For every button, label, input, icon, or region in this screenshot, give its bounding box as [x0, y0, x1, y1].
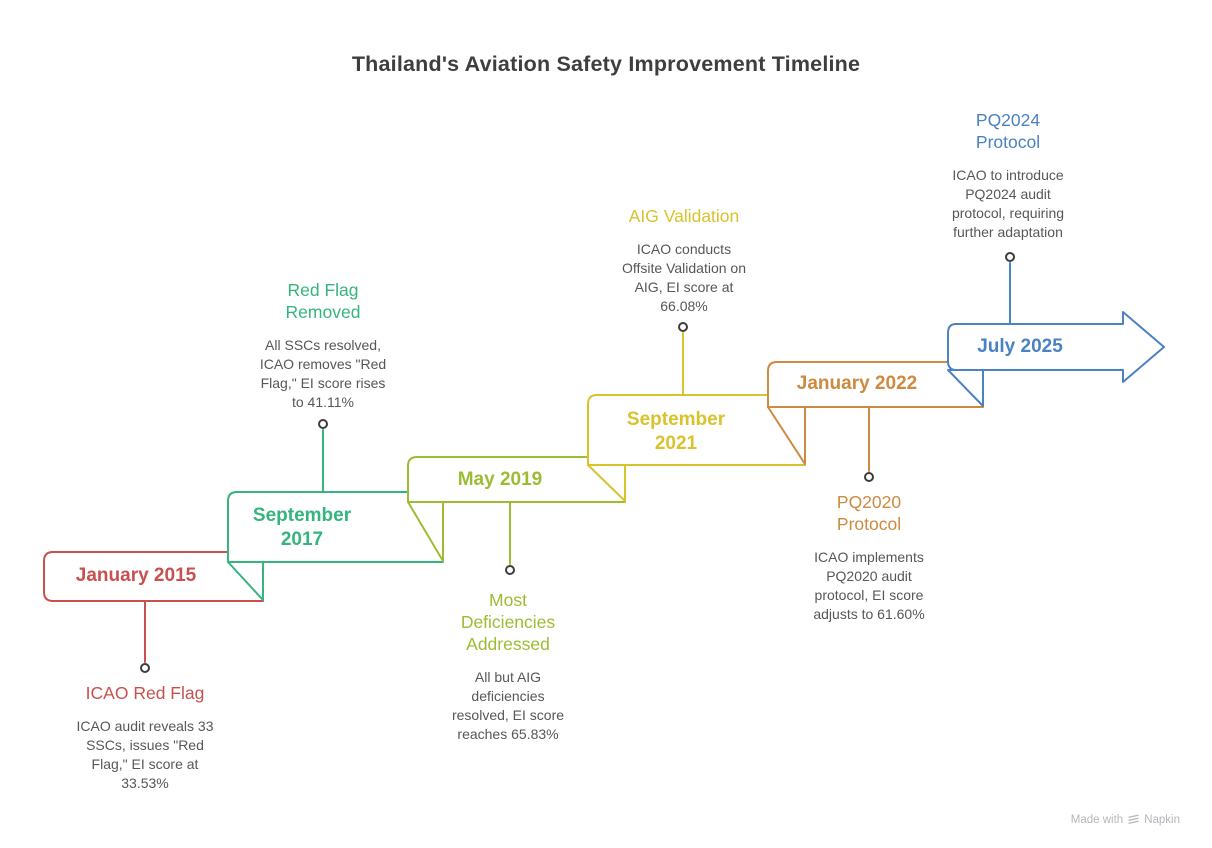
- callout-description: ICAO to introduce PQ2024 audit protocol,…: [951, 167, 1065, 240]
- ribbon-january-2022: [767, 361, 984, 408]
- callout-title: ICAO Red Flag: [85, 683, 205, 703]
- marker-september-2021: [678, 322, 688, 332]
- ribbon-may-2019: [407, 456, 626, 503]
- callout-title: PQ2020 Protocol: [836, 492, 902, 534]
- marker-may-2019: [505, 565, 515, 575]
- callout-description: ICAO implements PQ2020 audit protocol, E…: [813, 549, 925, 622]
- callout-aig-validation: AIG Validation ICAO conducts Offsite Val…: [584, 205, 784, 316]
- ribbon-september-2017: [227, 491, 444, 563]
- ribbon-date-july-2025: July 2025: [977, 336, 1063, 357]
- callout-title: Most Deficiencies Addressed: [460, 590, 556, 654]
- page-title: Thailand's Aviation Safety Improvement T…: [351, 52, 861, 76]
- watermark-text: Made with: [1070, 813, 1124, 826]
- watermark-brand: Napkin: [1144, 813, 1180, 826]
- callout-description: All but AIG deficiencies resolved, EI sc…: [451, 669, 565, 742]
- callout-icao-red-flag: ICAO Red Flag ICAO audit reveals 33 SSCs…: [50, 682, 240, 793]
- callout-description: ICAO conducts Offsite Validation on AIG,…: [621, 241, 746, 314]
- ribbon-date-september-2021: September 2021: [626, 409, 726, 454]
- ribbon-date-january-2022: January 2022: [796, 373, 918, 394]
- callout-pq2024-protocol: PQ2024 Protocol ICAO to introduce PQ2024…: [913, 109, 1103, 242]
- napkin-logo-icon: [1128, 814, 1139, 824]
- callout-description: ICAO audit reveals 33 SSCs, issues "Red …: [76, 718, 214, 791]
- ribbon-arrow-july-2025: [947, 311, 1165, 383]
- marker-january-2015: [140, 663, 150, 673]
- callout-most-deficiencies-addressed: Most Deficiencies Addressed All but AIG …: [418, 589, 598, 744]
- ribbon-date-january-2015: January 2015: [75, 565, 197, 586]
- callout-title: PQ2024 Protocol: [975, 110, 1041, 152]
- callout-title: AIG Validation: [628, 206, 740, 226]
- marker-july-2025: [1005, 252, 1015, 262]
- marker-september-2017: [318, 419, 328, 429]
- callout-title: Red Flag Removed: [285, 280, 361, 322]
- callout-pq2020-protocol: PQ2020 Protocol ICAO implements PQ2020 a…: [774, 491, 964, 624]
- callout-red-flag-removed: Red Flag Removed All SSCs resolved, ICAO…: [228, 279, 418, 412]
- marker-january-2022: [864, 472, 874, 482]
- napkin-watermark: Made with Napkin: [1071, 813, 1180, 826]
- ribbon-january-2015: [43, 551, 264, 602]
- ribbon-september-2021: [587, 394, 806, 466]
- ribbon-date-september-2017: September 2017: [252, 505, 352, 550]
- ribbon-date-may-2019: May 2019: [457, 469, 543, 490]
- callout-description: All SSCs resolved, ICAO removes "Red Fla…: [259, 337, 387, 410]
